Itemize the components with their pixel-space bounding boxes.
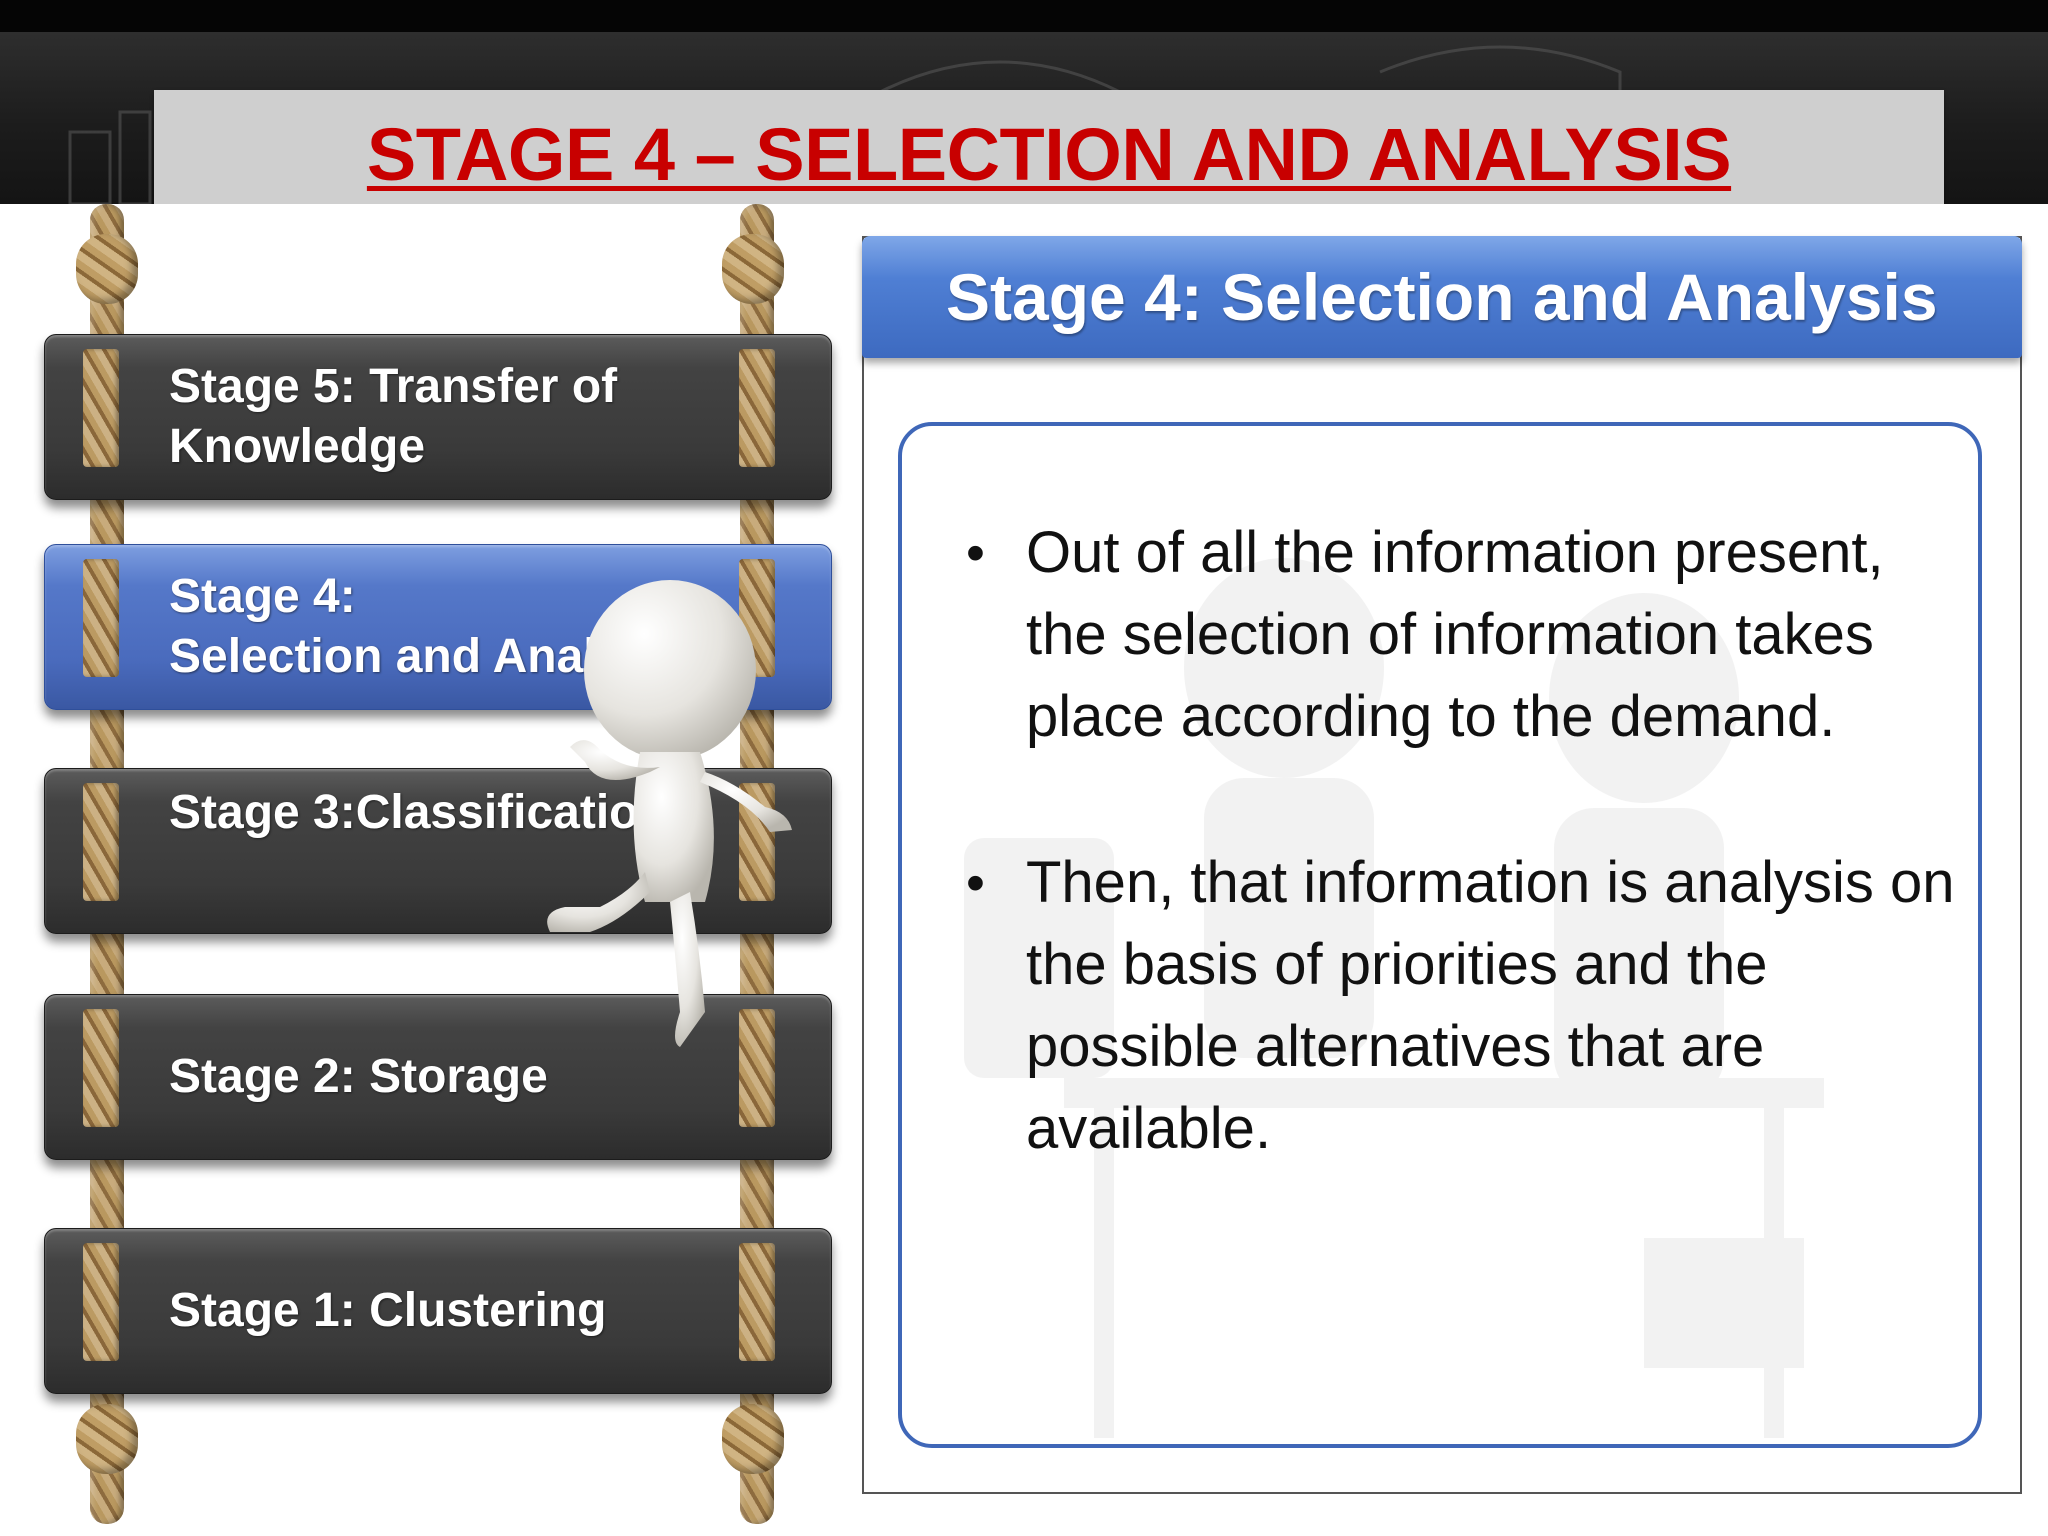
rope-knot-icon <box>76 234 138 304</box>
panel-heading: Stage 4: Selection and Analysis <box>946 260 1938 334</box>
bullet-icon: • <box>966 523 985 583</box>
climbing-figure-icon <box>547 580 792 1047</box>
rope-knot-icon <box>722 234 784 304</box>
bullet-text: Then, that information is analysis on th… <box>1026 850 1955 1161</box>
slide-title: STAGE 4 – SELECTION AND ANALYSIS <box>366 113 1732 196</box>
rope-icon <box>83 783 119 901</box>
bullet-content-box: • Out of all the information present, th… <box>898 422 1982 1448</box>
stage-label: Stage 1: Clustering <box>169 1284 607 1337</box>
stage-label: Stage 3:Classificatio <box>169 786 639 839</box>
rope-icon <box>83 559 119 677</box>
rope-knot-icon <box>76 1404 138 1474</box>
bullet-item: • Then, that information is analysis on … <box>962 842 1962 1170</box>
bullet-item: • Out of all the information present, th… <box>962 512 1962 758</box>
rope-icon <box>83 1243 119 1361</box>
rope-knot-icon <box>722 1404 784 1474</box>
bullet-list: • Out of all the information present, th… <box>962 512 1962 1254</box>
rope-icon <box>83 349 119 467</box>
rope-icon <box>739 1009 775 1127</box>
office-background-graphic <box>964 558 1824 1438</box>
stage-label: Stage 2: Storage <box>169 1050 548 1103</box>
stage-label: Stage 5: Transfer of Knowledge <box>169 360 618 473</box>
bullet-text: Out of all the information present, the … <box>1026 520 1884 749</box>
rope-icon <box>83 1009 119 1127</box>
bullet-icon: • <box>966 853 985 913</box>
content-panel: Stage 4: Selection and Analysis • Out of… <box>862 236 2022 1494</box>
stage-rung-5[interactable]: Stage 5: Transfer of Knowledge <box>44 334 832 500</box>
panel-header: Stage 4: Selection and Analysis <box>862 236 2022 358</box>
stage-label: Stage 4: Selection and Anal <box>169 570 597 683</box>
top-strip <box>0 0 2048 32</box>
title-plate: STAGE 4 – SELECTION AND ANALYSIS <box>154 90 1944 204</box>
rope-icon <box>739 349 775 467</box>
rope-icon <box>739 1243 775 1361</box>
header-band: STAGE 4 – SELECTION AND ANALYSIS <box>0 32 2048 204</box>
stage-rung-1[interactable]: Stage 1: Clustering <box>44 1228 832 1394</box>
stage-rung-2[interactable]: Stage 2: Storage <box>44 994 832 1160</box>
